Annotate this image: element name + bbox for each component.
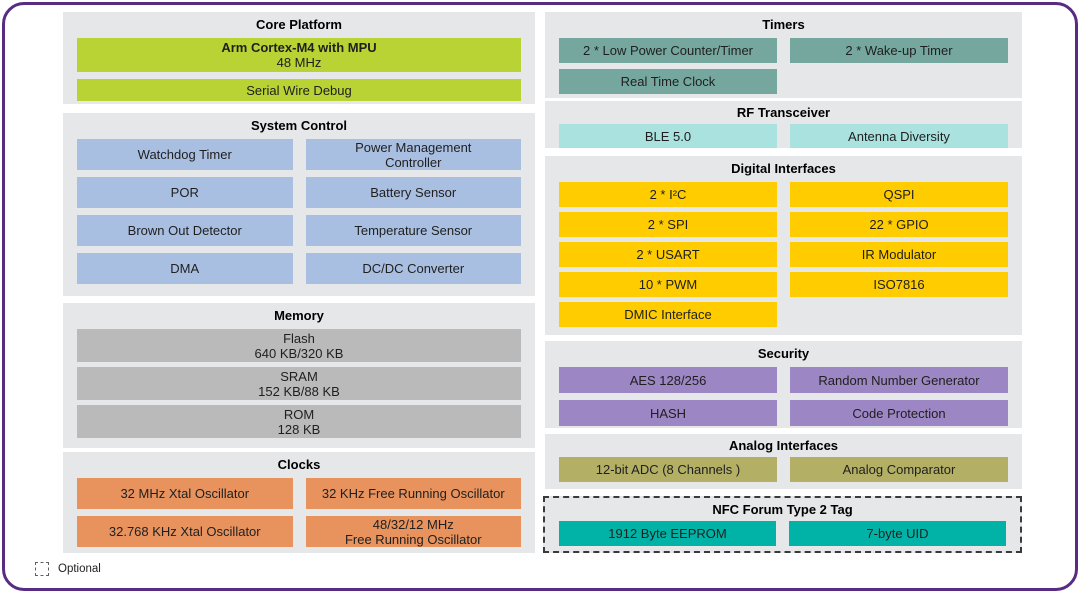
block-pwm: 10 * PWM (559, 272, 777, 297)
panel-system-control: System Control Watchdog Timer Power Mana… (63, 113, 535, 296)
block-32khz-free-running-oscillator: 32 KHz Free Running Oscillator (305, 478, 521, 509)
block-line: 48/32/12 MHz (372, 516, 454, 532)
block-watchdog-timer: Watchdog Timer (77, 139, 293, 170)
block-power-management-controller: Power Management Controller (305, 139, 521, 170)
panel-digital-interfaces: Digital Interfaces 2 * I²C QSPI 2 * SPI … (545, 156, 1022, 335)
block-ble-5-0: BLE 5.0 (559, 124, 777, 148)
section-title-clocks: Clocks (277, 457, 321, 472)
block-line: 152 KB/88 KB (258, 383, 340, 399)
block-random-number-generator: Random Number Generator (790, 367, 1008, 393)
panel-nfc-forum-type-2-tag: NFC Forum Type 2 Tag 1912 Byte EEPROM 7-… (543, 496, 1022, 553)
block-arm-cortex-m4: Arm Cortex-M4 with MPU 48 MHz (77, 38, 521, 72)
section-title-security: Security (757, 346, 810, 361)
memory-stack: Flash 640 KB/320 KB SRAM 152 KB/88 KB RO… (77, 329, 521, 438)
digital-grid: 2 * I²C QSPI 2 * SPI 22 * GPIO 2 * USART… (559, 182, 1008, 327)
legend-label: Optional (58, 563, 101, 575)
panel-analog-interfaces: Analog Interfaces 12-bit ADC (8 Channels… (545, 434, 1022, 489)
block-line: Flash (283, 330, 315, 346)
block-flash: Flash 640 KB/320 KB (77, 329, 521, 362)
block-spi: 2 * SPI (559, 212, 777, 237)
clocks-grid: 32 MHz Xtal Oscillator 32 KHz Free Runni… (77, 478, 521, 547)
block-hash: HASH (559, 400, 777, 426)
panel-security: Security AES 128/256 Random Number Gener… (545, 341, 1022, 428)
block-dmic-interface: DMIC Interface (559, 302, 777, 327)
section-title-rf-transceiver: RF Transceiver (736, 105, 831, 120)
panel-core-platform: Core Platform Arm Cortex-M4 with MPU 48 … (63, 12, 535, 104)
block-usart: 2 * USART (559, 242, 777, 267)
block-ir-modulator: IR Modulator (790, 242, 1008, 267)
panel-rf-transceiver: RF Transceiver BLE 5.0 Antenna Diversity (545, 101, 1022, 148)
block-line: 48 MHz (276, 55, 322, 70)
block-i2c: 2 * I²C (559, 182, 777, 207)
timers-grid: 2 * Low Power Counter/Timer 2 * Wake-up … (559, 38, 1008, 94)
panel-timers: Timers 2 * Low Power Counter/Timer 2 * W… (545, 12, 1022, 98)
block-qspi: QSPI (790, 182, 1008, 207)
section-title-nfc: NFC Forum Type 2 Tag (712, 502, 853, 517)
block-line: Free Running Oscillator (344, 531, 482, 547)
block-antenna-diversity: Antenna Diversity (790, 124, 1008, 148)
section-title-timers: Timers (762, 17, 805, 32)
dashed-box-icon (35, 562, 49, 576)
rf-grid: BLE 5.0 Antenna Diversity (559, 124, 1008, 148)
block-battery-sensor: Battery Sensor (305, 177, 521, 208)
section-title-memory: Memory (274, 308, 324, 323)
section-title-digital-interfaces: Digital Interfaces (731, 161, 836, 176)
block-32mhz-xtal-oscillator: 32 MHz Xtal Oscillator (77, 478, 293, 509)
block-line: 128 KB (277, 421, 321, 437)
block-12bit-adc: 12-bit ADC (8 Channels ) (559, 457, 777, 482)
section-title-core-platform: Core Platform (256, 17, 342, 32)
block-serial-wire-debug: Serial Wire Debug (77, 79, 521, 101)
block-brown-out-detector: Brown Out Detector (77, 215, 293, 246)
block-wakeup-timer: 2 * Wake-up Timer (790, 38, 1008, 63)
block-gpio: 22 * GPIO (790, 212, 1008, 237)
block-temperature-sensor: Temperature Sensor (305, 215, 521, 246)
block-iso7816: ISO7816 (790, 272, 1008, 297)
block-7byte-uid: 7-byte UID (789, 521, 1006, 546)
block-32768khz-xtal-oscillator: 32.768 KHz Xtal Oscillator (77, 516, 293, 547)
block-code-protection: Code Protection (790, 400, 1008, 426)
block-eeprom: 1912 Byte EEPROM (559, 521, 776, 546)
block-line: Controller (385, 154, 442, 170)
block-real-time-clock: Real Time Clock (559, 69, 777, 94)
analog-grid: 12-bit ADC (8 Channels ) Analog Comparat… (559, 457, 1008, 482)
block-line: ROM (283, 406, 315, 422)
block-por: POR (77, 177, 293, 208)
section-title-system-control: System Control (250, 118, 348, 133)
block-aes: AES 128/256 (559, 367, 777, 393)
security-grid: AES 128/256 Random Number Generator HASH… (559, 367, 1008, 426)
block-rom: ROM 128 KB (77, 405, 521, 438)
block-analog-comparator: Analog Comparator (790, 457, 1008, 482)
block-line: SRAM (280, 368, 318, 384)
block-line: Arm Cortex-M4 with MPU (221, 40, 377, 55)
panel-clocks: Clocks 32 MHz Xtal Oscillator 32 KHz Fre… (63, 452, 535, 553)
block-line: 640 KB/320 KB (254, 345, 344, 361)
block-dcdc-converter: DC/DC Converter (305, 253, 521, 284)
block-48-32-12mhz-free-running-oscillator: 48/32/12 MHz Free Running Oscillator (305, 516, 521, 547)
nfc-grid: 1912 Byte EEPROM 7-byte UID (559, 521, 1006, 546)
legend-optional: Optional (35, 562, 101, 576)
section-title-analog-interfaces: Analog Interfaces (728, 438, 839, 453)
system-control-grid: Watchdog Timer Power Management Controll… (77, 139, 521, 284)
block-sram: SRAM 152 KB/88 KB (77, 367, 521, 400)
block-dma: DMA (77, 253, 293, 284)
block-low-power-counter-timer: 2 * Low Power Counter/Timer (559, 38, 777, 63)
block-line: Power Management (355, 139, 472, 155)
panel-memory: Memory Flash 640 KB/320 KB SRAM 152 KB/8… (63, 303, 535, 448)
